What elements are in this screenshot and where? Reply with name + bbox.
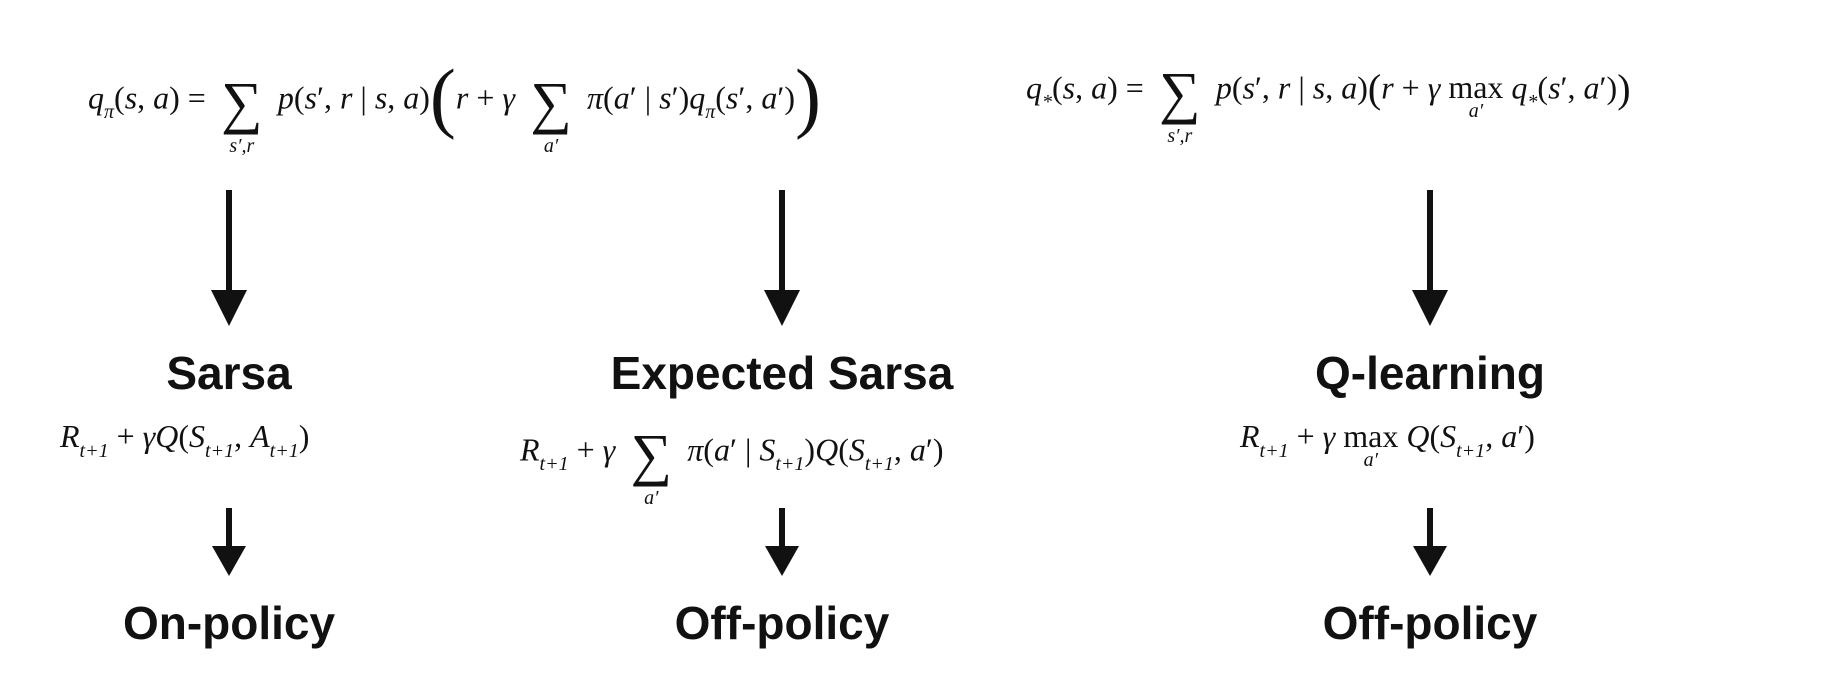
arrow-down-icon [212, 508, 246, 576]
arrow-down-icon [1412, 190, 1448, 326]
bellman-q-star-equation: q*(s, a) = ∑s′,r p(s′, r | s, a)(r + γ m… [1026, 60, 1631, 147]
arrow-down-icon [211, 190, 247, 326]
policy-label-sarsa: On-policy [122, 597, 336, 649]
expected-sarsa-target: Rt+1 + γ ∑a′ π(a′ | St+1)Q(St+1, a′) [520, 422, 944, 509]
arrow-down-icon [764, 190, 800, 326]
arrow-down-icon [1413, 508, 1447, 576]
bellman-q-pi-equation: qπ(s, a) = ∑s′,r p(s′, r | s, a)(r + γ ∑… [88, 53, 821, 157]
policy-label-q-learning: Off-policy [1322, 597, 1538, 649]
heading-sarsa: Sarsa [166, 347, 292, 399]
policy-label-expected-sarsa: Off-policy [674, 597, 890, 649]
arrow-down-icon [765, 508, 799, 576]
heading-expected-sarsa: Expected Sarsa [610, 347, 954, 399]
heading-q-learning: Q-learning [1314, 347, 1546, 399]
sarsa-target: Rt+1 + γQ(St+1, At+1) [60, 418, 310, 462]
